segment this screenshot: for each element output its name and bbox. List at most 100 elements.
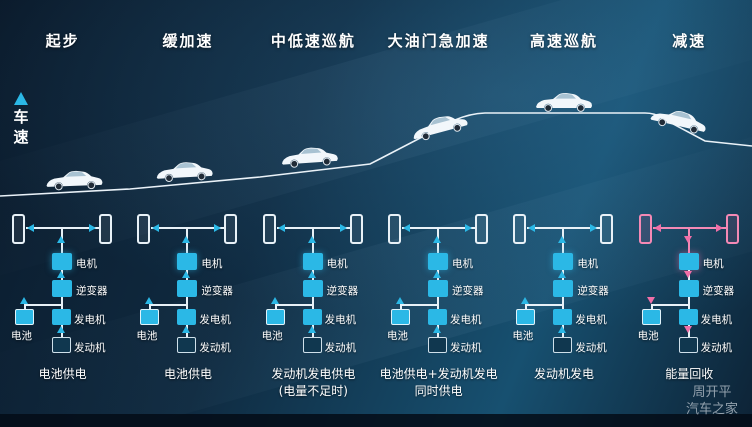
powertrain-diagram: 电机 逆变器 电池 发电机 发动机 发动机发电 — [501, 214, 626, 414]
speed-axis-label: 车速 — [13, 108, 29, 146]
battery-box — [641, 309, 661, 325]
speed-axis: 车速 — [10, 92, 32, 147]
car-icon — [280, 145, 339, 169]
flow-arrow-right-icon — [590, 224, 598, 232]
flow-arrow-left-icon — [528, 224, 536, 232]
inverter-branch-line — [687, 297, 690, 309]
mode-caption: 电池供电 — [1, 366, 124, 383]
battery-branch-line — [149, 304, 189, 306]
inverter-label: 逆变器 — [451, 285, 484, 297]
wheel-left-icon — [262, 214, 276, 244]
generator-box — [427, 309, 447, 325]
generator-label: 发电机 — [700, 314, 733, 326]
watermark-site: 汽车之家 — [685, 402, 738, 418]
battery-label: 电池 — [136, 330, 158, 342]
motor-box — [678, 253, 699, 270]
flow-arrow-left-icon — [402, 224, 410, 232]
flow-arrow-icon — [558, 236, 567, 243]
flow-arrow-icon — [307, 271, 316, 278]
motor-label: 电机 — [577, 258, 599, 270]
generator-box — [553, 309, 573, 325]
inverter-branch-line — [436, 297, 439, 309]
mode-caption: 电池供电+发动机发电 同时供电 — [377, 366, 500, 400]
wheel-left-icon — [638, 214, 652, 244]
flow-arrow-icon — [20, 297, 28, 304]
car-icon — [45, 169, 104, 191]
watermark: 周开平 汽车之家 — [686, 384, 738, 419]
generator-label: 发电机 — [575, 314, 607, 326]
battery-label: 电池 — [512, 330, 534, 342]
battery-box — [390, 309, 410, 325]
car-icon — [409, 109, 470, 144]
flow-arrow-right-icon — [339, 224, 347, 232]
speed-curve-line — [0, 112, 752, 197]
motor-label: 电机 — [326, 258, 348, 270]
battery-label: 电池 — [386, 330, 408, 342]
flow-arrow-icon — [683, 326, 692, 340]
caption-line2: (电量不足时) — [278, 383, 348, 398]
battery-label: 电池 — [637, 330, 659, 342]
inverter-box — [427, 280, 448, 297]
phase-label-high-speed-cruise: 高速巡航 — [529, 32, 598, 50]
inverter-label: 逆变器 — [702, 285, 735, 297]
phase-label-slow-accel: 缓加速 — [162, 32, 214, 50]
battery-box — [15, 309, 34, 325]
flow-arrow-icon — [432, 326, 441, 333]
flow-arrow-icon — [182, 236, 191, 243]
motor-label: 电机 — [201, 258, 223, 270]
axle-line — [151, 227, 225, 229]
inverter-box — [553, 280, 574, 297]
flow-arrow-icon — [307, 326, 316, 333]
motor-label: 电机 — [451, 258, 473, 270]
wheel-right-icon — [600, 214, 614, 244]
caption-line2: 同时供电 — [414, 383, 463, 398]
motor-label: 电机 — [702, 258, 724, 270]
flow-arrow-icon — [57, 271, 65, 278]
axle-line — [527, 227, 601, 229]
battery-drop-line — [525, 304, 528, 310]
flow-arrow-icon — [145, 297, 154, 304]
flow-arrow-left-icon — [653, 224, 661, 232]
flow-arrow-icon — [683, 236, 692, 250]
battery-drop-line — [24, 304, 26, 310]
motor-box — [52, 253, 72, 270]
axle-line — [276, 227, 350, 229]
flow-arrow-icon — [646, 297, 655, 311]
engine-label: 发动机 — [199, 342, 231, 354]
inverter-box — [678, 280, 699, 297]
flow-arrow-icon — [558, 271, 567, 278]
inverter-branch-line — [562, 297, 565, 309]
generator-label: 发电机 — [74, 314, 106, 326]
inverter-label: 逆变器 — [326, 285, 359, 297]
mode-caption: 能量回收 — [628, 366, 751, 383]
flow-arrow-icon — [57, 236, 65, 243]
caption-line1: 电池供电 — [163, 367, 212, 381]
generator-label: 发电机 — [449, 314, 482, 326]
powertrain-diagram: 电机 逆变器 电池 发电机 发动机 电池供电+发动机发电 同时供电 — [376, 214, 501, 414]
axle-line — [401, 227, 475, 229]
wheel-right-icon — [725, 214, 739, 244]
engine-label: 发动机 — [324, 342, 357, 354]
battery-box — [516, 309, 536, 325]
battery-branch-line — [274, 304, 314, 306]
mode-caption: 发动机发电 — [502, 366, 625, 383]
wheel-right-icon — [224, 214, 238, 244]
caption-line1: 电池供电 — [38, 367, 87, 381]
battery-box — [265, 309, 285, 325]
flow-arrow-icon — [182, 271, 191, 278]
mode-caption: 发动机发电供电 (电量不足时) — [252, 366, 375, 400]
battery-drop-line — [274, 304, 277, 310]
wheel-left-icon — [12, 214, 25, 244]
flow-arrow-icon — [307, 236, 316, 243]
motor-box — [427, 253, 448, 270]
battery-drop-line — [650, 304, 653, 310]
inverter-box — [177, 280, 198, 297]
engine-label: 发动机 — [449, 342, 482, 354]
wheel-left-icon — [513, 214, 527, 244]
up-arrow-icon — [14, 92, 28, 105]
wheel-left-icon — [387, 214, 401, 244]
motor-box — [553, 253, 574, 270]
car-icon — [155, 160, 214, 183]
inverter-label: 逆变器 — [201, 285, 233, 297]
